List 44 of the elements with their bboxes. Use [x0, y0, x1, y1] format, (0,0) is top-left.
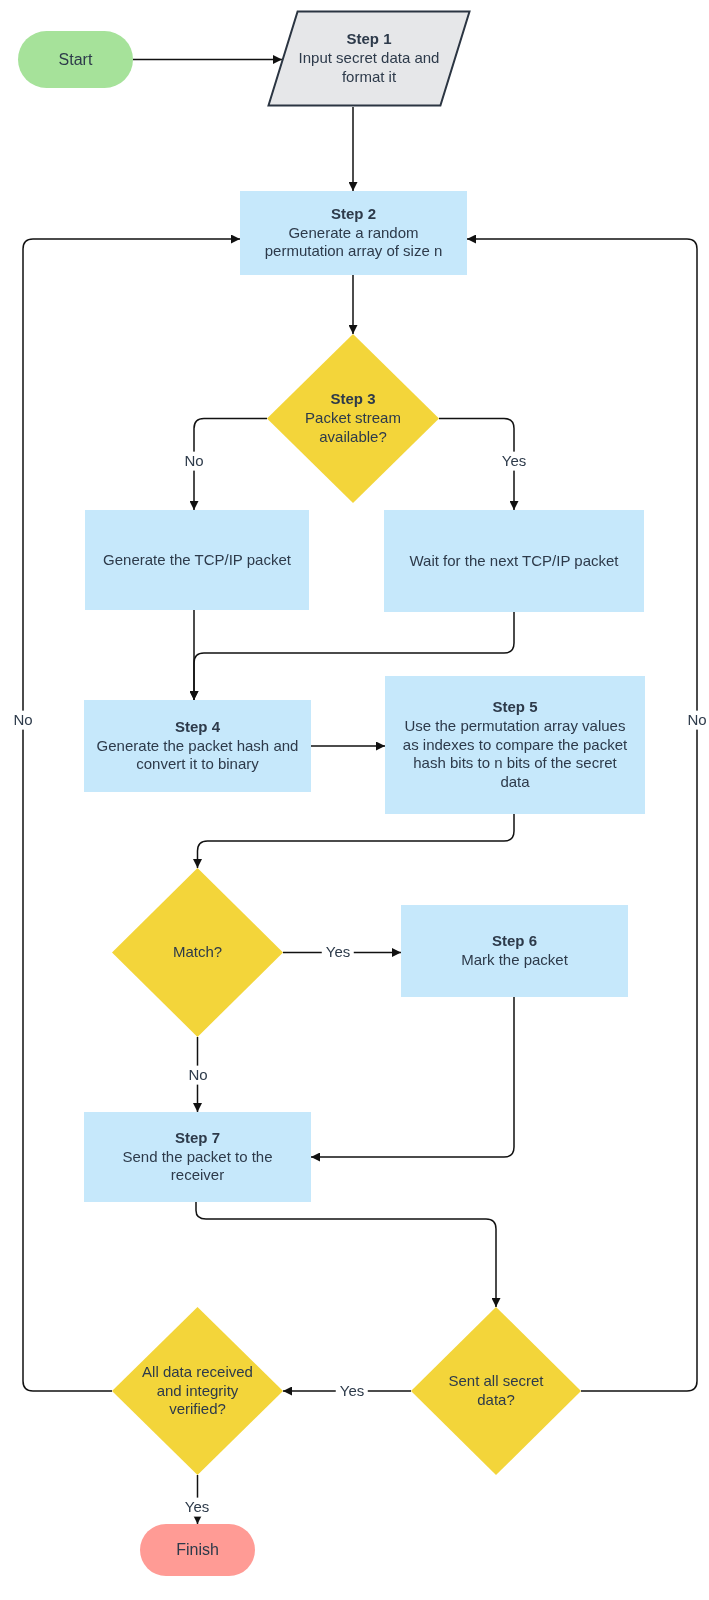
arrow: [189, 611, 515, 701]
process-box: [384, 510, 644, 612]
arrow: [310, 741, 386, 751]
end-terminal: [140, 1524, 255, 1576]
process-box: [401, 905, 628, 997]
arrow: [348, 106, 358, 192]
arrow: [310, 996, 515, 1162]
node-text: Sent all secret data?: [447, 1372, 545, 1410]
decision-diamond: [267, 334, 439, 503]
step-heading: Step 7: [175, 1128, 220, 1148]
step-heading: Step 5: [492, 698, 538, 717]
arrow: [22, 234, 241, 1392]
step-heading: Step 2: [331, 204, 376, 224]
arrow: [193, 813, 515, 869]
process-box: [84, 700, 311, 792]
node-text: Packet stream available?: [304, 409, 402, 447]
arrow: [132, 55, 283, 64]
node-text: Input secret data and format it: [297, 49, 441, 87]
node-text: Generate the packet hash and convert it to binary: [96, 736, 299, 775]
start-terminal: [18, 31, 133, 88]
step-heading: Step 6: [492, 932, 537, 951]
node-text: Start: [58, 49, 93, 70]
decision-diamond: [112, 1307, 283, 1475]
process-box: [85, 510, 309, 610]
decision-diamond: [411, 1307, 581, 1475]
process-box: [385, 676, 645, 814]
input-parallelogram: [267, 10, 471, 107]
process-box: [240, 191, 467, 275]
node-text: All data received and integrity verified?: [141, 1362, 254, 1420]
step-heading: Step 4: [175, 717, 220, 737]
node-text: Finish: [176, 1540, 219, 1560]
node-text: Mark the packet: [461, 951, 568, 970]
step-heading: Step 3: [330, 390, 376, 410]
decision-diamond: [112, 868, 283, 1037]
node-text: Generate a random permutation array of size n: [263, 223, 444, 262]
step-heading: Step 1: [346, 30, 392, 50]
node-text: Wait for the next TCP/IP packet: [409, 551, 619, 571]
node-text: Generate the TCP/IP packet: [103, 550, 291, 570]
arrow: [466, 234, 698, 1392]
node-text: Send the packet to the receiver: [121, 1147, 274, 1186]
arrow: [348, 274, 358, 335]
node-text: Use the permutation array values as indexes to compare the packet hash bits to n bits of the secret data: [401, 716, 629, 792]
process-box: [84, 1112, 311, 1202]
node-text: Match?: [172, 943, 223, 962]
